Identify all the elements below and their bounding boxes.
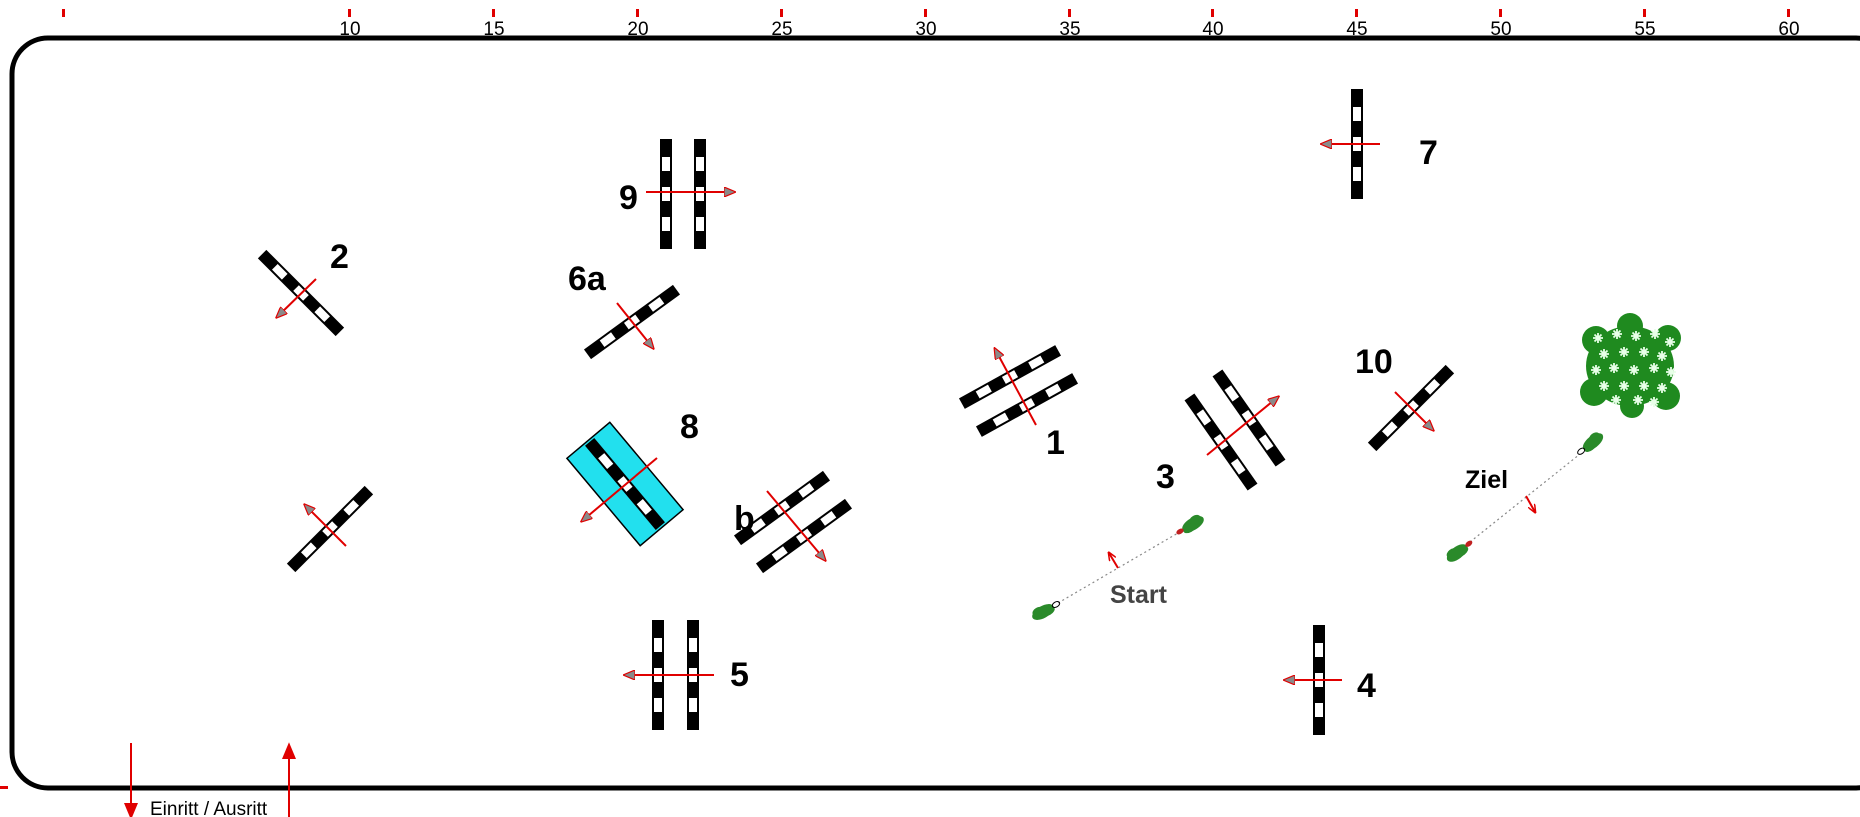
ruler-tick xyxy=(1499,9,1502,17)
obstacle-6a: 6a xyxy=(568,260,681,360)
ruler-tick xyxy=(62,9,65,17)
obstacle-1: 1 xyxy=(958,345,1079,462)
ruler-tick xyxy=(0,786,8,789)
finish-marker-right xyxy=(1577,432,1604,455)
start-line: Start xyxy=(1032,514,1204,620)
ruler-tick xyxy=(1211,9,1214,17)
ruler-tick xyxy=(1787,9,1790,17)
obstacle-number: 7 xyxy=(1419,134,1438,172)
obstacle-number: 6a xyxy=(568,260,607,298)
ruler-tick xyxy=(1355,9,1358,17)
ruler-tick xyxy=(924,9,927,17)
obstacle-number: 8 xyxy=(680,408,699,446)
direction-arrow xyxy=(616,302,653,348)
ruler-tick xyxy=(492,9,495,17)
obstacle-number: 5 xyxy=(730,656,749,694)
ruler-tick xyxy=(780,9,783,17)
start-direction-arrow xyxy=(1109,553,1119,569)
ruler-label: 45 xyxy=(1346,19,1367,40)
direction-arrow xyxy=(305,505,347,547)
direction-arrow xyxy=(766,490,825,560)
ruler-label: 10 xyxy=(339,19,360,40)
finish-dotted-line xyxy=(1469,453,1581,543)
entry-exit-label: Einritt / Ausritt xyxy=(150,799,268,817)
ruler: 10 15 20 25 30 35 40 45 50 55 60 xyxy=(0,9,1800,789)
ruler-label: 35 xyxy=(1059,19,1080,40)
obstacle-number: 3 xyxy=(1156,458,1175,496)
obstacle-unnumbered xyxy=(286,485,374,573)
obstacle-number: b xyxy=(734,500,755,538)
direction-arrow xyxy=(1206,397,1278,456)
obstacle-5: 5 xyxy=(625,620,749,730)
obstacle-number: 4 xyxy=(1357,667,1376,705)
ruler-label: 20 xyxy=(627,19,648,40)
ruler-label: 50 xyxy=(1490,19,1511,40)
ruler-label: 25 xyxy=(771,19,792,40)
finish-line: Ziel xyxy=(1446,432,1604,562)
start-marker-left xyxy=(1032,601,1061,620)
entry-exit: Einritt / Ausritt xyxy=(124,742,296,817)
ruler-tick xyxy=(1643,9,1646,17)
direction-arrow xyxy=(995,349,1037,426)
ruler-tick xyxy=(348,9,351,17)
direction-arrow xyxy=(1394,391,1433,430)
obstacle-number: 1 xyxy=(1046,424,1065,462)
ruler-label: 30 xyxy=(915,19,936,40)
obstacle-8: 8 xyxy=(565,408,699,547)
arena-boundary xyxy=(9,35,1860,791)
ruler-label: 60 xyxy=(1778,19,1799,40)
obstacle-9: 9 xyxy=(619,139,734,249)
start-label: Start xyxy=(1110,581,1168,609)
obstacle-number: 10 xyxy=(1355,343,1393,381)
finish-label: Ziel xyxy=(1465,466,1508,494)
start-dotted-line xyxy=(1057,532,1179,604)
ruler-label: 15 xyxy=(483,19,504,40)
obstacle-7: 7 xyxy=(1322,89,1438,199)
ruler-label: 55 xyxy=(1634,19,1655,40)
bush xyxy=(1580,313,1681,418)
obstacle-number: 2 xyxy=(330,238,349,276)
direction-arrow xyxy=(277,278,317,317)
obstacle-2: 2 xyxy=(257,238,349,337)
ruler-tick xyxy=(636,9,639,17)
obstacle-10: 10 xyxy=(1355,343,1455,452)
obstacle-3: 3 xyxy=(1156,369,1286,496)
ruler-label: 40 xyxy=(1202,19,1223,40)
obstacle-6b: b xyxy=(733,470,853,574)
direction-arrow xyxy=(582,457,658,521)
ruler-tick xyxy=(1068,9,1071,17)
finish-direction-arrow xyxy=(1525,495,1535,512)
finish-marker-left xyxy=(1446,540,1473,562)
obstacle-4: 4 xyxy=(1285,625,1376,735)
start-marker-right xyxy=(1176,514,1204,535)
obstacle-number: 9 xyxy=(619,179,638,217)
